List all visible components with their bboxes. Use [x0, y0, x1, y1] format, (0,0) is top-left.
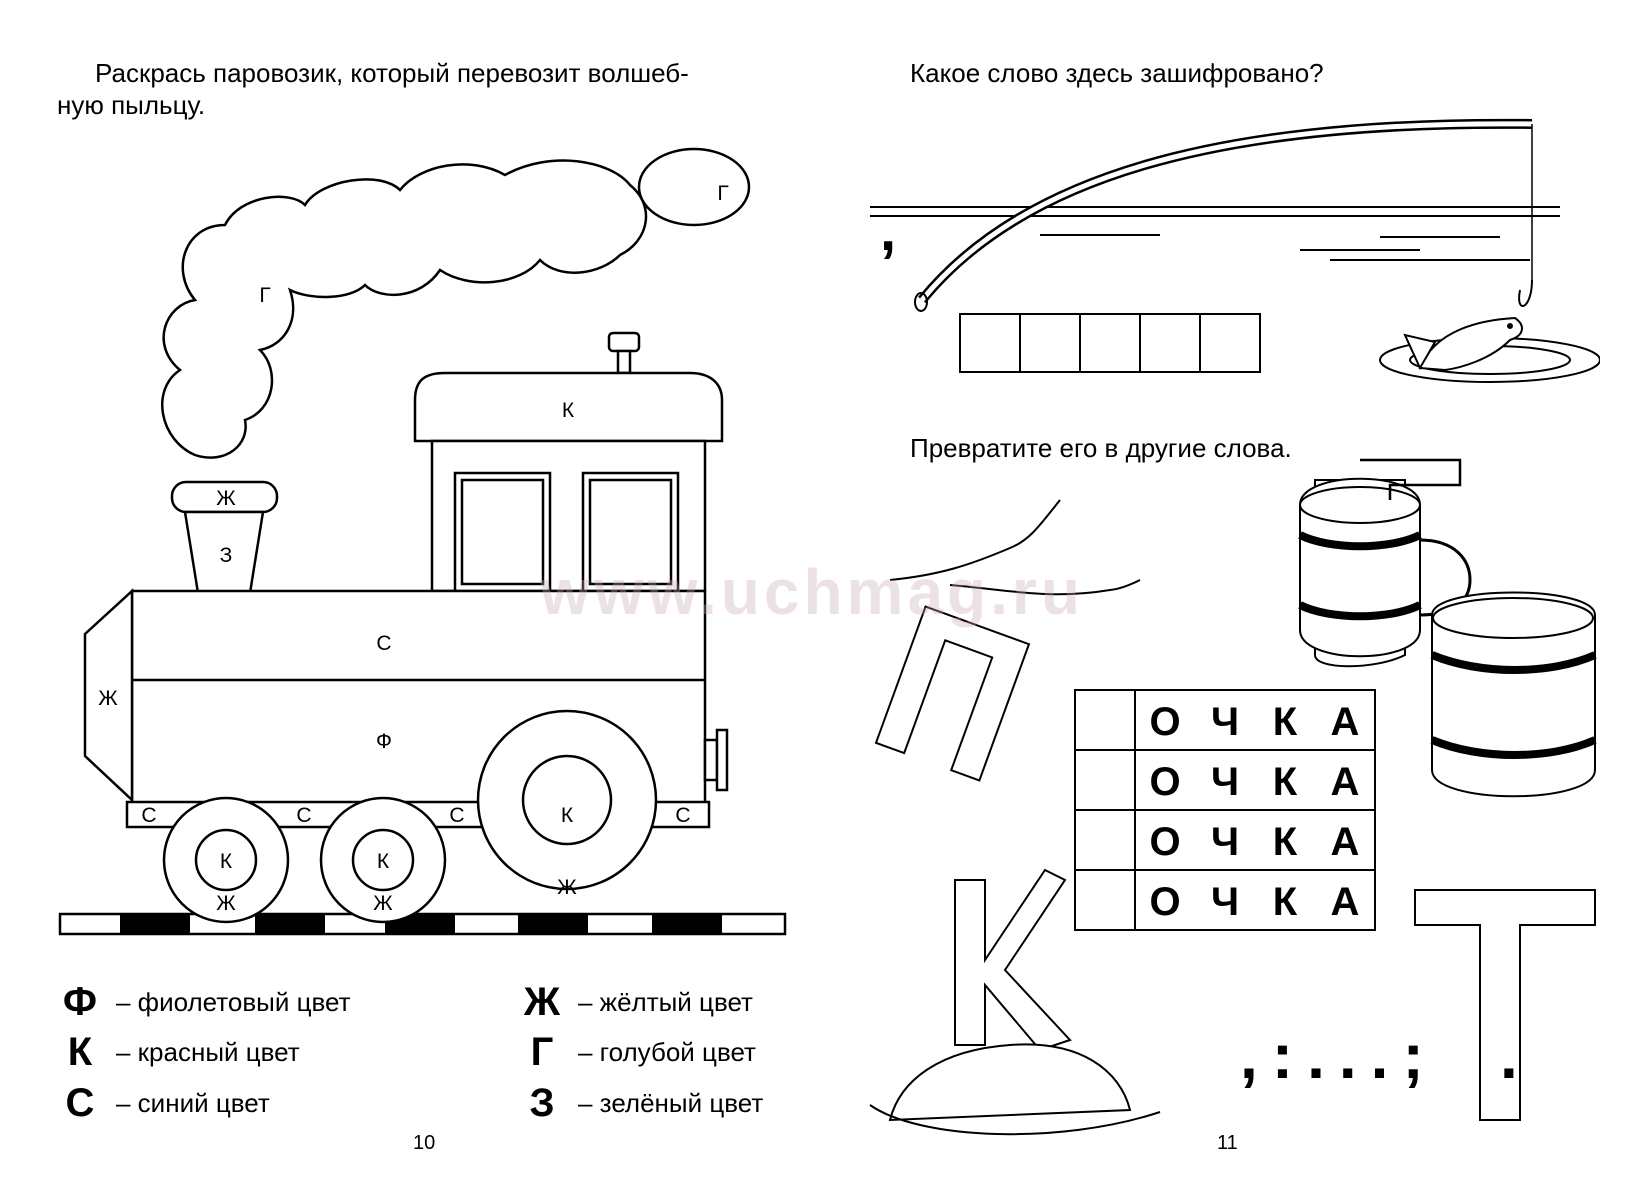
word-illustrations: О Ч К А О Ч К А О Ч К А О Ч К А ,:...; . — [869, 458, 1597, 1136]
branch — [889, 499, 1061, 581]
legend-desc: – синий цвет — [116, 1088, 270, 1118]
letter-t-shape — [1414, 889, 1596, 1121]
page-number-left: 10 — [413, 1132, 436, 1154]
label-chimney: З — [220, 544, 233, 567]
letter-p-shape — [874, 605, 1031, 782]
label-rail-4: С — [675, 804, 690, 827]
fishing-rebus: , — [870, 118, 1600, 383]
label-front: Ж — [98, 687, 118, 710]
answer-box — [1079, 313, 1141, 373]
cab-roof — [413, 371, 724, 443]
label-cloud-small: Г — [717, 182, 728, 205]
grid-cell: Ч — [1211, 700, 1239, 744]
label-rail-3: С — [449, 804, 464, 827]
watermark: www.uchmag.ru — [540, 556, 1084, 628]
grass-mound — [888, 1043, 1132, 1122]
legend-item: К – красный цвет — [50, 1030, 300, 1075]
label-wheel3-bottom: Ж — [557, 876, 577, 899]
rebus-question: Какое слово здесь зашифровано? — [910, 58, 1324, 88]
letter-b-shape — [1360, 458, 1462, 500]
label-wheel1-bottom: Ж — [216, 892, 236, 915]
answer-box — [1199, 313, 1261, 373]
legend-item: Ж – жёлтый цвет — [512, 980, 753, 1025]
fishing-rod — [918, 118, 1533, 304]
transform-instruction: Превратите его в другие слова. — [910, 433, 1292, 463]
label-wheel2-hub: К — [377, 850, 390, 873]
letter-grid — [1074, 689, 1376, 931]
barrel — [1430, 591, 1597, 798]
page-number-right: 11 — [1217, 1132, 1238, 1154]
grid-cell: О — [1149, 880, 1180, 924]
punctuation-period: . — [1500, 1020, 1518, 1092]
legend-desc: – жёлтый цвет — [578, 987, 753, 1017]
grid-cell: К — [1273, 760, 1298, 804]
small-cloud — [637, 147, 751, 227]
grid-cell: К — [1273, 820, 1298, 864]
legend-item: З – зелёный цвет — [512, 1081, 763, 1126]
answer-box — [1139, 313, 1201, 373]
legend-letter: Ф — [62, 980, 98, 1024]
legend-desc: – красный цвет — [116, 1037, 300, 1067]
legend-desc: – зелёный цвет — [578, 1088, 764, 1118]
fish — [1418, 316, 1523, 372]
label-rail-2: С — [296, 804, 311, 827]
label-wheel1-hub: К — [220, 850, 233, 873]
grid-cell: Ч — [1211, 820, 1239, 864]
legend-item: С – синий цвет — [50, 1081, 270, 1126]
smoke-cloud — [161, 159, 648, 459]
train-front — [83, 588, 134, 803]
barrel — [1298, 477, 1472, 668]
grid-cell: Ч — [1211, 880, 1239, 924]
legend-item: Г – голубой цвет — [512, 1030, 756, 1075]
grid-cell: К — [1273, 880, 1298, 924]
grid-cell: А — [1331, 820, 1360, 864]
instruction-line-1: Раскрась паровозик, который перевозит во… — [95, 58, 689, 88]
label-rail-1: С — [141, 804, 156, 827]
legend-letter: К — [67, 1030, 93, 1074]
label-body-upper: С — [376, 632, 391, 655]
grid-cell: А — [1331, 760, 1360, 804]
grid-cell: О — [1149, 760, 1180, 804]
grid-cell: А — [1331, 880, 1360, 924]
letter-k-shape — [954, 868, 1072, 1052]
train-illustration: Г Г Ж З К С Ф Ж С С С С К Ж К Ж К Ж — [58, 147, 787, 936]
grid-cell: О — [1149, 820, 1180, 864]
grid-cell: Ч — [1211, 760, 1239, 804]
legend-letter: Г — [530, 1030, 554, 1074]
instruction-line-2: ную пыльцу. — [57, 90, 206, 120]
legend-desc: – голубой цвет — [578, 1037, 756, 1067]
legend-desc: – фиолетовый цвет — [116, 987, 351, 1017]
grid-cell: А — [1331, 700, 1360, 744]
label-body-lower: Ф — [376, 730, 392, 753]
rebus-comma: , — [880, 198, 896, 263]
grid-cell: О — [1149, 700, 1180, 744]
legend-letter: З — [529, 1081, 555, 1125]
punctuation-rebus: ,:...; — [1240, 1020, 1438, 1092]
legend-letter: Ж — [523, 980, 561, 1024]
label-cloud-big: Г — [259, 284, 270, 307]
legend-letter: С — [65, 1081, 95, 1125]
label-roof: К — [562, 399, 575, 422]
grid-cell: К — [1273, 700, 1298, 744]
answer-box — [1019, 313, 1081, 373]
label-chimney-top: Ж — [216, 487, 236, 510]
answer-box — [959, 313, 1021, 373]
legend-item: Ф – фиолетовый цвет — [50, 980, 351, 1025]
label-wheel3-hub: К — [561, 804, 574, 827]
label-wheel2-bottom: Ж — [373, 892, 393, 915]
